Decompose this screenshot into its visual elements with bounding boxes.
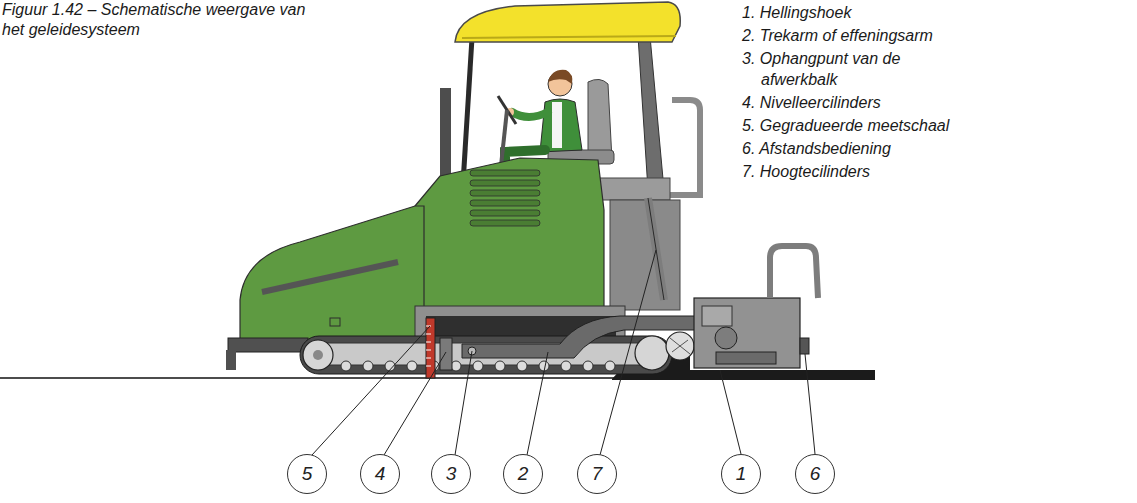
leader-line	[600, 250, 656, 455]
cabin-roof	[455, 2, 680, 42]
callout-number: 2	[518, 463, 529, 485]
front-idler	[303, 340, 333, 370]
louvre	[470, 170, 540, 176]
scale-ticks	[426, 326, 431, 366]
callout-circle: 1	[721, 454, 761, 494]
screed-plate	[716, 352, 776, 364]
louvres	[470, 170, 540, 226]
part-name: 3. Ophangpunt van de afwerkbalk	[742, 48, 966, 90]
leader-line	[455, 351, 472, 455]
callout-circle: 5	[287, 454, 327, 494]
callout-number: 1	[736, 463, 747, 485]
leader-line	[527, 352, 548, 455]
leader-line	[312, 326, 430, 455]
roller	[605, 361, 615, 371]
roller	[407, 361, 417, 371]
louvre	[470, 190, 540, 196]
louvre	[470, 180, 540, 186]
roller	[495, 361, 505, 371]
figure-caption: Figuur 1.42 – Schematische weergave van …	[2, 0, 322, 40]
ground-line	[0, 377, 640, 379]
screed-hub	[715, 327, 737, 349]
part-key: 1. Hellingshoek2. Trekarm of effeningsar…	[742, 2, 1132, 184]
cylinder-rod	[648, 198, 664, 300]
roller	[363, 361, 373, 371]
hopper-stripe	[262, 262, 398, 292]
callout-circle: 6	[795, 454, 835, 494]
operator-shirt	[552, 102, 562, 148]
callout-number: 5	[302, 463, 313, 485]
callout-number: 6	[810, 463, 821, 485]
callout-number: 7	[592, 463, 603, 485]
auger-blades	[670, 338, 690, 354]
leader-lines	[312, 250, 815, 455]
rear-sprocket	[635, 336, 669, 370]
operator-body	[540, 99, 582, 152]
auger	[666, 332, 694, 360]
remote-control	[800, 338, 809, 354]
hopper	[240, 206, 424, 340]
cabin-post	[638, 36, 664, 190]
part-name: 5. Gegradueerde meetschaal	[742, 115, 1061, 136]
leader-line	[384, 352, 446, 455]
callout-circle: 3	[431, 454, 471, 494]
callout-circle: 4	[360, 454, 400, 494]
roller	[473, 361, 483, 371]
roof-edge	[462, 36, 676, 38]
part-name: 6. Afstandsbediening	[742, 138, 1061, 159]
leader-line	[805, 354, 815, 454]
engine-housing	[415, 158, 604, 312]
part-name: 4. Nivelleercilinders	[742, 92, 1061, 113]
callout-number: 4	[375, 463, 386, 485]
leader-line	[720, 370, 741, 454]
exhaust-pipe	[440, 88, 451, 178]
louvre	[470, 200, 540, 206]
screed-panel	[702, 306, 732, 326]
push-bumper	[228, 338, 308, 352]
hopper-detail	[330, 318, 340, 326]
roller	[561, 361, 571, 371]
roller	[517, 361, 527, 371]
height-cylinder	[648, 198, 664, 300]
screed-handrail	[770, 246, 818, 298]
callout-number: 3	[446, 463, 457, 485]
graduated-scale	[426, 318, 435, 378]
part-name: 7. Hoogtecilinders	[742, 161, 1061, 182]
levelling-cylinder	[440, 338, 452, 370]
callout-circle: 7	[577, 454, 617, 494]
rear-frame	[610, 200, 680, 310]
louvre	[470, 210, 540, 216]
part-name: 1. Hellingshoek	[742, 2, 1061, 23]
operator-arm	[512, 112, 548, 117]
screed	[694, 298, 800, 368]
track-rollers	[341, 361, 615, 371]
part-name: 2. Trekarm of effeningsarm	[742, 25, 1061, 46]
roller	[583, 361, 593, 371]
roller	[341, 361, 351, 371]
operator-hair	[548, 70, 572, 84]
louvre	[470, 220, 540, 226]
idler-hub	[313, 350, 323, 360]
callout-circle: 2	[503, 454, 543, 494]
bumper-foot	[226, 350, 236, 370]
